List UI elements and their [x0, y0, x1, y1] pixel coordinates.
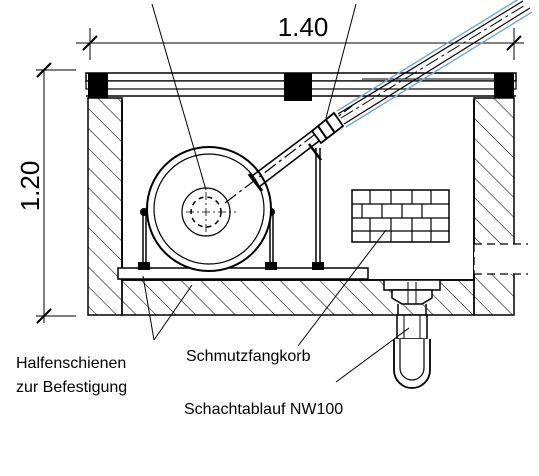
dirt-basket — [351, 189, 450, 243]
halfen-rails — [138, 262, 324, 270]
label-shaft-drain: Schachtablauf NW100 — [184, 401, 343, 418]
dimension-height-label: 1.20 — [15, 161, 45, 212]
shaft-drain — [383, 279, 441, 389]
base-plate — [117, 267, 369, 280]
label-dirt-basket: Schmutzfangkorb — [186, 348, 311, 365]
pipe-reel — [146, 146, 272, 272]
shaft-cover — [85, 72, 517, 101]
leader-lines — [142, 3, 410, 383]
inlet-pipe — [224, 0, 533, 204]
dimension-height: 1.20 — [15, 62, 76, 324]
dimension-width-label: 1.40 — [278, 12, 329, 42]
label-halfen-rails-line2: zur Befestigung — [16, 379, 127, 396]
label-halfen-rails-line1: Halfenschienen — [16, 355, 126, 372]
dimension-width: 1.40 — [76, 12, 524, 60]
wall-opening — [473, 243, 528, 275]
